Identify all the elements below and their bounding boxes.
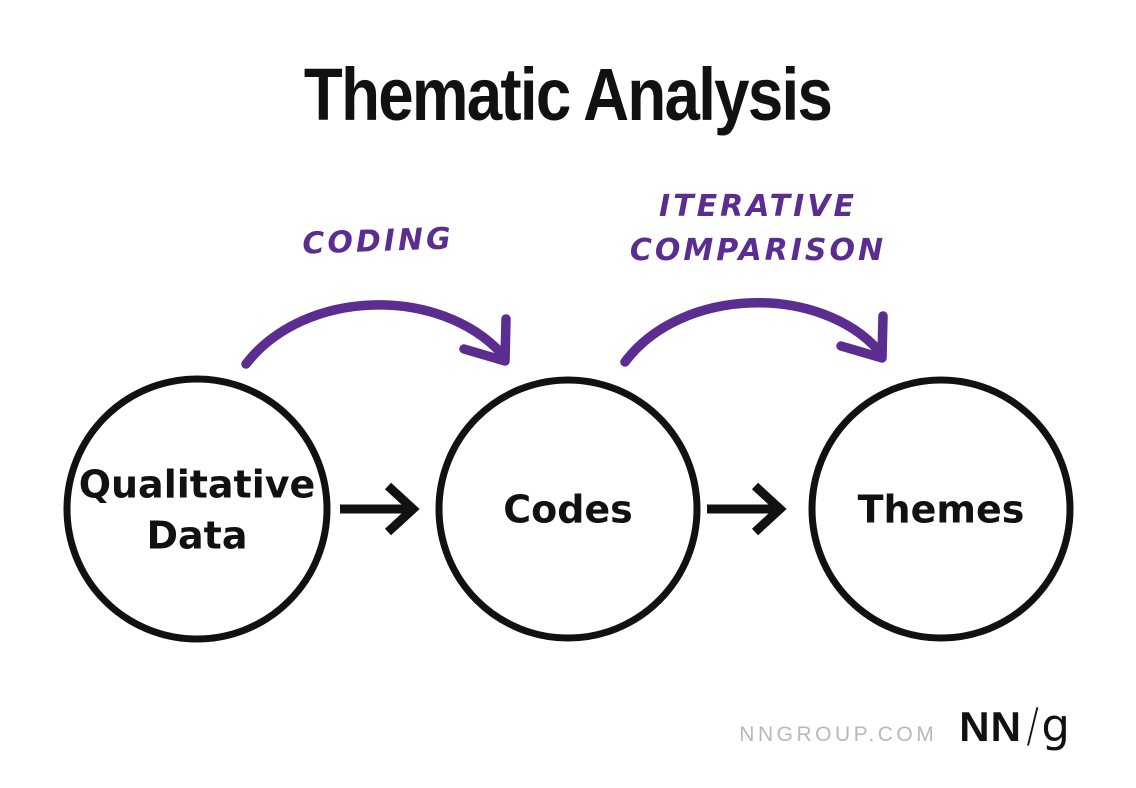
qualitative-data-label: Qualitative Data	[78, 462, 316, 558]
footer-website-text: NNGROUP.COM	[739, 723, 938, 746]
nng-logo-g: g	[1041, 699, 1070, 752]
codes-circle	[435, 376, 701, 642]
qualitative-data-circle	[63, 375, 331, 643]
themes-label: Themes	[857, 487, 1025, 532]
coding-curved-arrow-icon	[241, 300, 511, 369]
iterative-comparison-annotation-label: ITERATIVE COMPARISON	[630, 185, 886, 273]
flow-arrow-right-icon-2	[707, 482, 787, 536]
comparison-line: COMPARISON	[629, 233, 887, 268]
footer: NNGROUP.COM NN / g	[739, 698, 1070, 752]
page-title: Thematic Analysis	[304, 53, 833, 136]
themes-circle	[808, 376, 1074, 642]
iterative-line: ITERATIVE	[659, 189, 857, 224]
codes-label: Codes	[503, 487, 633, 532]
title-container: Thematic Analysis	[0, 52, 1136, 137]
flow-arrow-right-icon-1	[340, 482, 420, 536]
nng-logo-nn: NN	[959, 703, 1022, 750]
nng-logo-slash: /	[1026, 698, 1039, 752]
comparison-curved-arrow-icon	[620, 298, 888, 367]
nng-logo: NN / g	[959, 698, 1070, 752]
